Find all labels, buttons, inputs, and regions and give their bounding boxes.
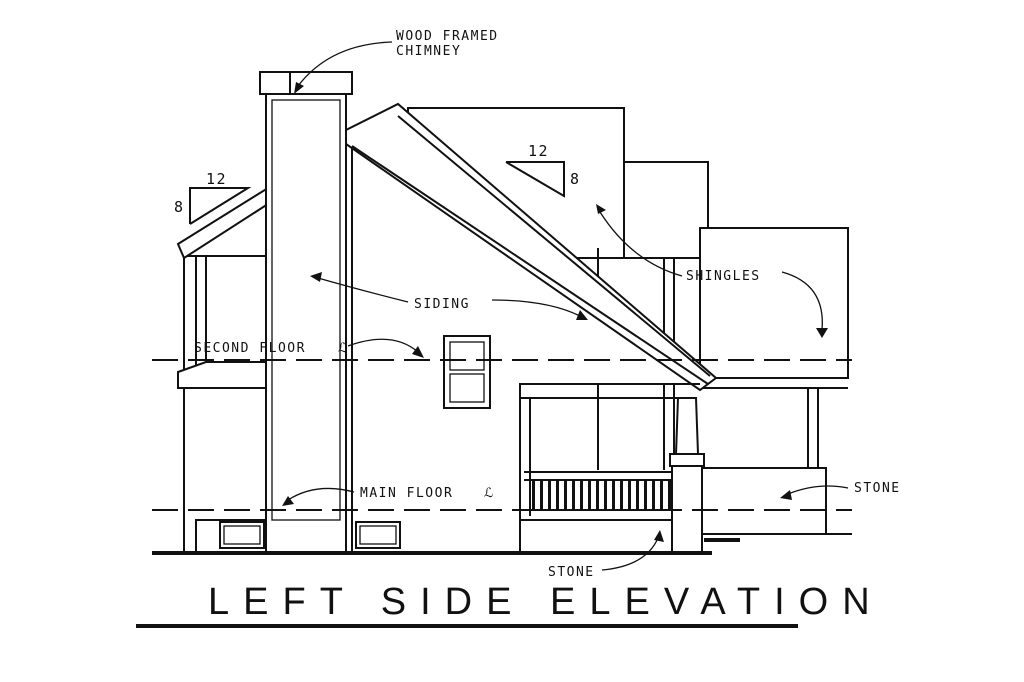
baluster (532, 480, 535, 510)
baluster (660, 480, 663, 510)
roof-pitch-right: 12 8 (505, 142, 581, 198)
baluster (604, 480, 607, 510)
baluster (588, 480, 591, 510)
main-floor-label: MAIN FLOOR (360, 486, 453, 501)
second-floor-label: SECOND FLOOR (194, 341, 306, 356)
main-floor-mark: ℒ (484, 486, 495, 501)
siding-label: SIDING (414, 297, 470, 312)
baluster (612, 480, 615, 510)
left-wing (176, 186, 269, 553)
chimney-label-line1: WOOD FRAMED (396, 29, 499, 44)
baluster (644, 480, 647, 510)
baluster (580, 480, 583, 510)
foundation-vents (219, 521, 401, 549)
porch (519, 383, 705, 553)
baluster (652, 480, 655, 510)
baluster (556, 480, 559, 510)
baluster (636, 480, 639, 510)
main-gable (345, 102, 718, 553)
baluster (620, 480, 623, 510)
baluster (596, 480, 599, 510)
shingles-label: SHINGLES (686, 269, 761, 284)
pitch-rise-right: 8 (570, 170, 581, 188)
pitch-rise-left: 8 (174, 198, 185, 216)
baluster (668, 480, 671, 510)
roof-pitch-left: 12 8 (174, 170, 252, 225)
window (443, 335, 491, 409)
baluster (548, 480, 551, 510)
baluster (628, 480, 631, 510)
second-floor-mark: ℒ (338, 341, 349, 356)
baluster (572, 480, 575, 510)
drawing-title: LEFT SIDE ELEVATION (208, 581, 884, 623)
stone-label-bottom: STONE (548, 565, 595, 580)
chimney-label-line2: CHIMNEY (396, 44, 461, 59)
baluster (540, 480, 543, 510)
pitch-run-left: 12 (206, 170, 227, 188)
stone-label-right: STONE (854, 481, 901, 496)
chimney (259, 71, 353, 553)
porch-balusters (532, 480, 671, 510)
leader-lines (282, 41, 849, 571)
baluster (564, 480, 567, 510)
pitch-run-right: 12 (528, 142, 549, 160)
